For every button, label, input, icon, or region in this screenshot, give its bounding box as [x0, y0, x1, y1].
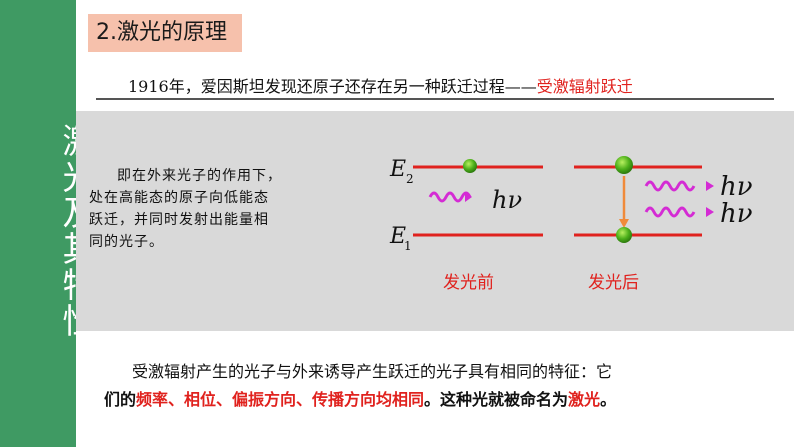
intro-highlight: 受激辐射跃迁: [536, 77, 633, 96]
incoming-photon-arrowhead: [465, 192, 472, 202]
separator-rule: [96, 98, 774, 100]
explain-line: 同的光子。: [89, 234, 164, 250]
emitted-photon-wave-2: [644, 206, 696, 218]
explain-line: 跃迁，并同时发射出能量相: [89, 212, 269, 228]
summary-line-2-prefix: 们的: [104, 390, 137, 409]
photon-label-after-1: hν: [720, 172, 753, 202]
summary-highlight-properties: 频率、相位、偏振方向、传播方向均相同: [136, 390, 425, 409]
atom-before: [463, 159, 477, 173]
summary-line-1: 受激辐射产生的光子与外来诱导产生跃迁的光子具有相同的特征：它: [132, 362, 613, 381]
level-e1-subscript: 1: [404, 239, 412, 253]
emitted-photon-arrowhead-2: [706, 207, 714, 217]
intro-text: 1916年，爱因斯坦发现还原子还存在另一种跃迁过程——: [128, 77, 537, 96]
summary-highlight-laser: 激光: [568, 390, 601, 409]
caption-before: 发光前: [443, 273, 494, 293]
emitted-photon-wave-1: [644, 180, 696, 192]
summary-line-2-end: 。: [600, 390, 617, 409]
explain-line: 即在外来光子的作用下，: [117, 168, 282, 184]
transition-arrowhead: [619, 219, 629, 228]
atom-initial-position: [615, 156, 633, 174]
photon-label-after-2: hν: [720, 199, 753, 229]
photon-label-before: hν: [492, 186, 522, 214]
intro-line: 1916年，爱因斯坦发现还原子还存在另一种跃迁过程——受激辐射跃迁: [128, 73, 633, 97]
level-e2-subscript: 2: [406, 172, 414, 186]
level-e1-label: E: [389, 224, 406, 249]
level-e2-label: E: [389, 157, 406, 182]
atom-after: [616, 227, 632, 243]
summary-line-2: 们的频率、相位、偏振方向、传播方向均相同。这种光就被命名为激光。: [104, 386, 764, 414]
explanation-text: 即在外来光子的作用下， 处在高能态的原子向低能态 跃迁，并同时发射出能量相 同的…: [89, 165, 359, 253]
emitted-photon-arrowhead-1: [706, 181, 714, 191]
incoming-photon-wave: [428, 191, 472, 203]
explain-line: 处在高能态的原子向低能态: [89, 190, 269, 206]
diagram-panel: [76, 111, 794, 331]
summary-text: 受激辐射产生的光子与外来诱导产生跃迁的光子具有相同的特征：它 们的频率、相位、偏…: [104, 358, 764, 414]
caption-after: 发光后: [588, 273, 639, 293]
summary-line-2-middle: 。这种光就被命名为: [424, 390, 569, 409]
section-heading: 2.激光的原理: [88, 14, 242, 52]
